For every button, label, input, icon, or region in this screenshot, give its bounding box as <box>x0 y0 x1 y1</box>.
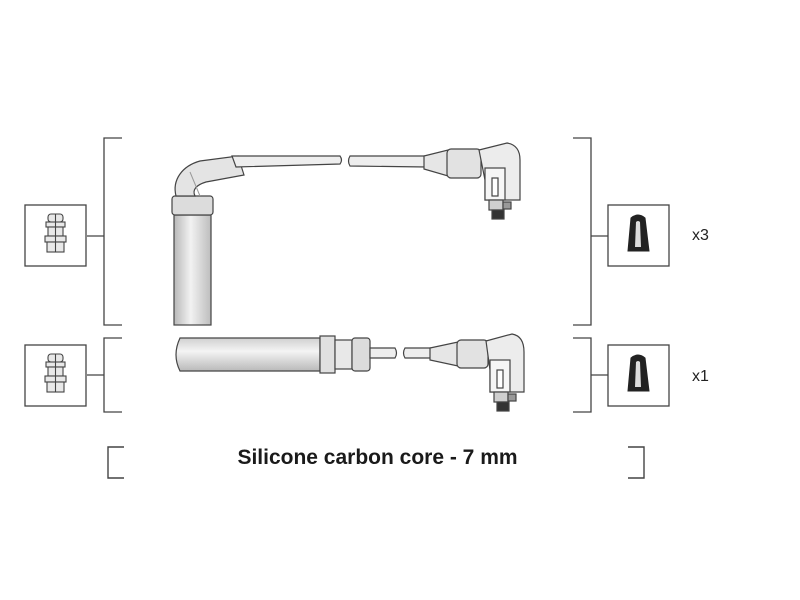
top-cable-wire <box>231 155 427 168</box>
bottom-cable-coil-connector <box>429 333 525 412</box>
bottom-cable-wire <box>369 347 433 359</box>
bottom-cable-plug-boot <box>175 335 371 374</box>
coil-terminal-icon <box>607 204 670 267</box>
top-cable-plug-boot <box>171 155 245 326</box>
top-cable-coil-connector <box>423 142 521 220</box>
bottom-right-bracket <box>573 337 608 413</box>
top-right-bracket <box>573 137 608 326</box>
coil-terminal-icon <box>607 344 670 407</box>
spec-caption: Silicone carbon core - 7 mm <box>237 446 518 469</box>
quantity-label-top: x3 <box>692 227 709 244</box>
caption-bracket <box>107 446 645 479</box>
spark-plug-terminal-icon <box>24 344 87 407</box>
bottom-left-bracket <box>87 337 122 413</box>
quantity-label-bottom: x1 <box>692 368 709 385</box>
spark-plug-terminal-icon <box>24 204 87 267</box>
top-left-bracket <box>87 137 122 326</box>
